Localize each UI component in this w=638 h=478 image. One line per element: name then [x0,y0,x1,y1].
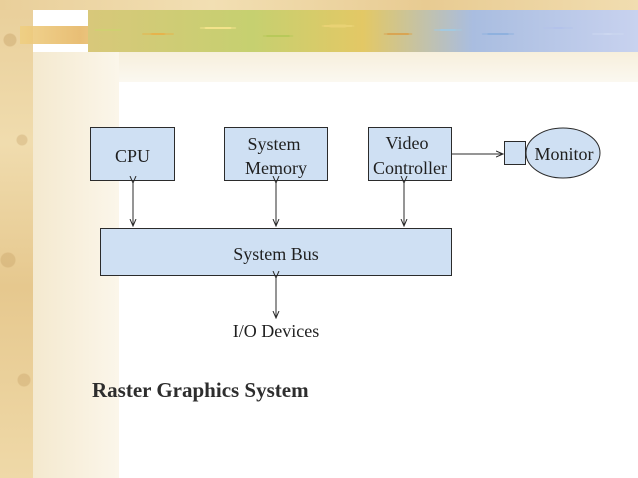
monitor-ellipse [525,127,601,179]
cpu-label: CPU [114,146,150,166]
video-controller-label-line2: Controller [373,158,447,178]
cpu-box [90,127,175,181]
system-memory-label-line1: System [247,134,301,154]
system-memory-box [224,127,328,181]
floral-banner [88,10,638,52]
video-controller-label-line1: Video [385,133,429,153]
parchment-left-strip [0,0,33,478]
io-devices-label: I/O Devices [232,321,320,341]
system-memory-label-line2: Memory [245,158,307,178]
video-controller-box [368,127,452,181]
system-bus-box [100,228,452,276]
cream-panel-top [33,52,638,82]
system-bus-label: System Bus [233,244,319,264]
slide-title: Raster Graphics System [92,378,309,402]
parchment-top-strip [0,0,638,10]
monitor-label: Monitor [534,144,594,164]
